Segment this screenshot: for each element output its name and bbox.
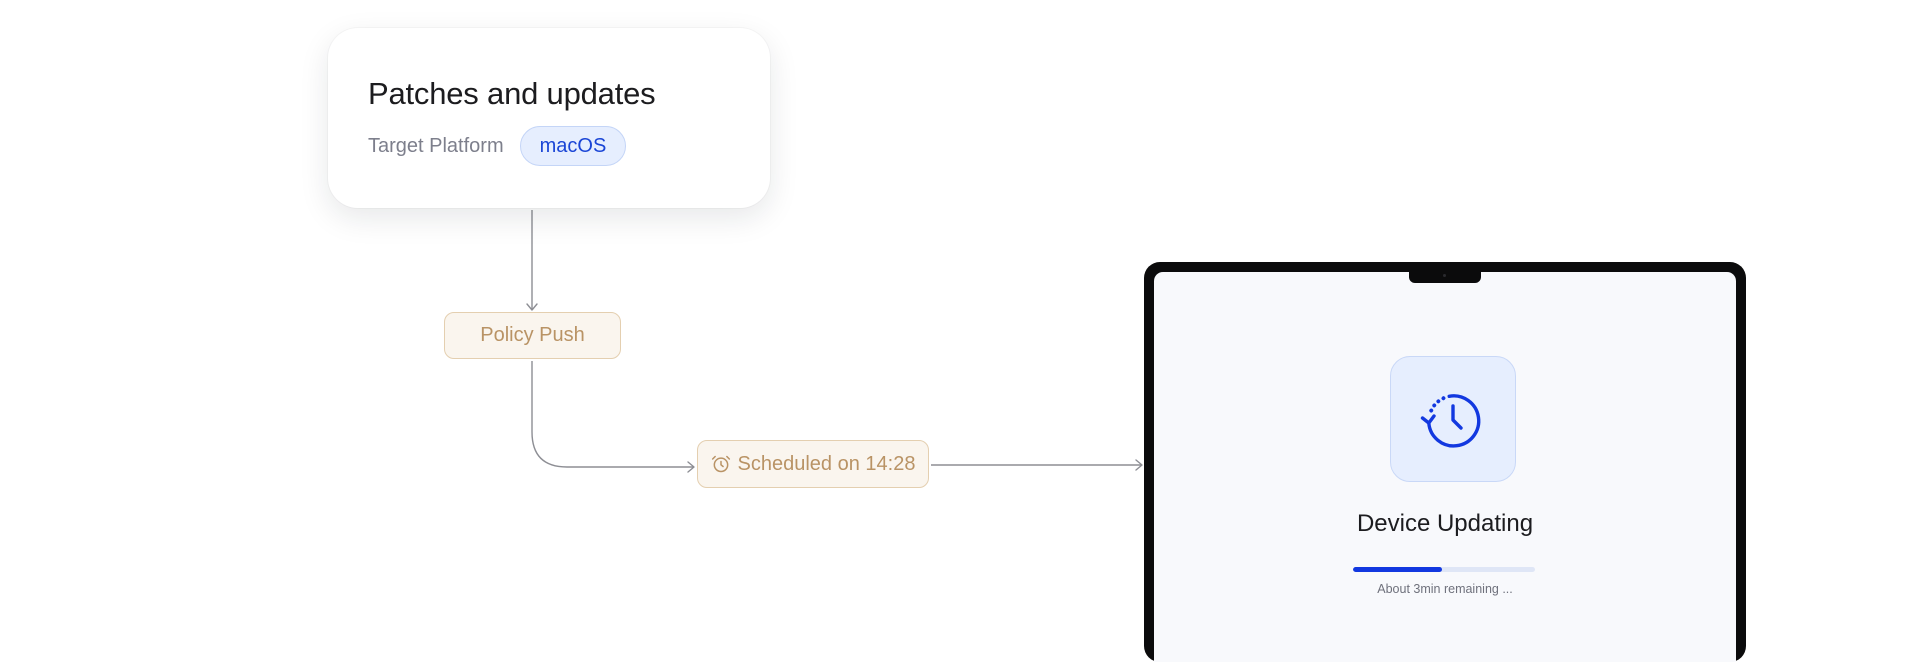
update-progress-bar — [1353, 567, 1535, 572]
laptop-device: Device Updating About 3min remaining ... — [1144, 262, 1746, 662]
connector-lines — [526, 210, 1143, 473]
connector-policy-to-scheduled — [531, 361, 694, 468]
arrowhead-policy — [526, 303, 538, 311]
scheduled-label: Scheduled on 14:28 — [737, 452, 916, 475]
policy-push-node[interactable]: Policy Push — [444, 312, 621, 359]
policy-push-label: Policy Push — [480, 324, 585, 346]
platform-badge[interactable]: macOS — [519, 126, 627, 166]
card-title: Patches and updates — [368, 76, 656, 111]
update-progress-fill — [1353, 567, 1443, 572]
camera-notch — [1409, 270, 1481, 283]
target-platform-label: Target Platform — [368, 134, 504, 157]
update-app-tile — [1390, 356, 1516, 482]
arrowhead-device — [1135, 459, 1143, 471]
device-status-title: Device Updating — [1356, 510, 1534, 537]
laptop-screen: Device Updating About 3min remaining ... — [1154, 270, 1736, 662]
alarm-clock-icon — [711, 455, 730, 473]
time-remaining-text: About 3min remaining ... — [1377, 582, 1513, 596]
camera-dot — [1443, 274, 1446, 277]
history-icon — [1420, 394, 1481, 448]
platform-row: Target Platform macOS — [368, 126, 770, 166]
patches-card[interactable]: Patches and updates Target Platform macO… — [328, 28, 770, 208]
scheduled-node[interactable]: Scheduled on 14:28 — [697, 440, 929, 488]
arrowhead-scheduled — [687, 461, 695, 473]
